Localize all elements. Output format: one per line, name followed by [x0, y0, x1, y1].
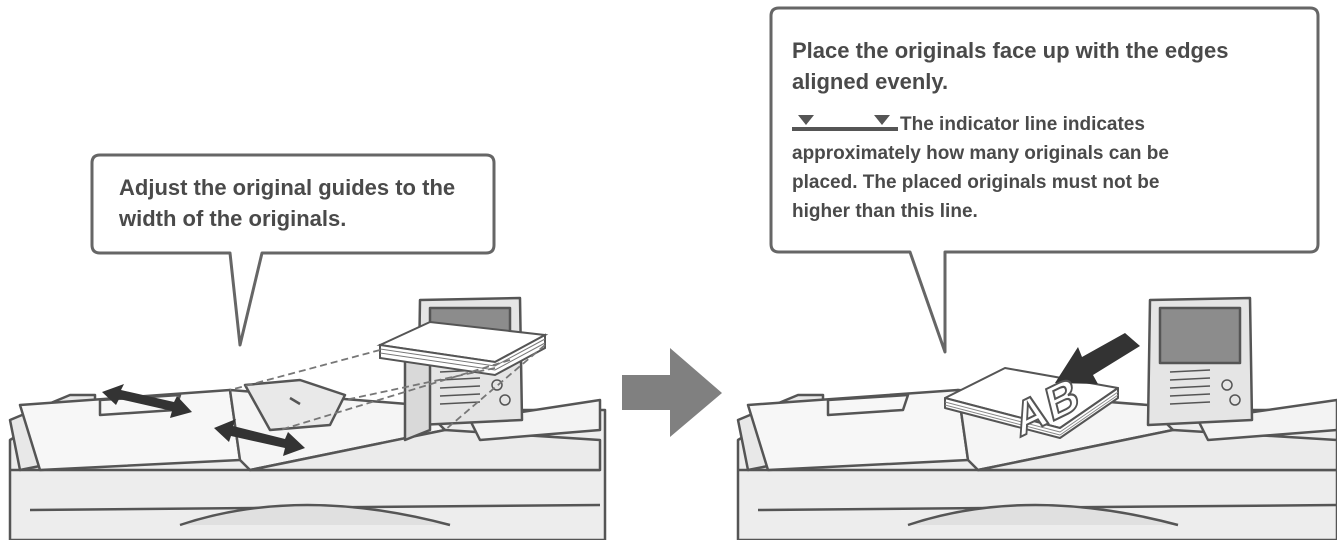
- right-callout-heading: Place the originals face up with the edg…: [792, 38, 1229, 94]
- right-callout-body: The indicator line indicates approximate…: [792, 110, 1212, 226]
- step-arrow-icon: [622, 348, 722, 437]
- right-control-panel: [1146, 296, 1254, 427]
- left-panel: [8, 153, 607, 540]
- left-callout-bubble: [90, 153, 496, 347]
- indicator-description: The indicator line indicates approximate…: [792, 114, 1169, 222]
- insert-arrow-icon: [1055, 333, 1140, 384]
- indicator-line-icon: [792, 113, 898, 131]
- left-paper-stack: [229, 320, 549, 431]
- right-copier: [736, 388, 1337, 540]
- right-callout-bubble: [769, 6, 1320, 354]
- left-callout-text: Adjust the original guides to the width …: [119, 175, 456, 231]
- left-guide-arrows: [102, 384, 305, 456]
- right-panel: [736, 6, 1337, 540]
- left-copier: [8, 378, 607, 540]
